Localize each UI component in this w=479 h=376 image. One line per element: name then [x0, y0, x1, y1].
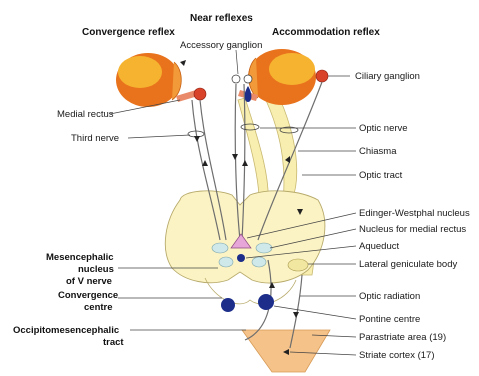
label-convergence-2: centre [84, 302, 113, 313]
label-optic-tract: Optic tract [359, 170, 403, 181]
left-eyeball [116, 53, 181, 107]
right-medial-rectus-nucleus-b [252, 257, 266, 267]
right-eyeball [248, 49, 316, 105]
label-lateral-geniculate: Lateral geniculate body [359, 259, 457, 270]
lateral-geniculate-body [288, 259, 308, 271]
arrow-radiation [293, 312, 299, 318]
right-medial-rectus-nucleus-a [256, 243, 272, 253]
label-optic-nerve: Optic nerve [359, 123, 408, 134]
aqueduct [237, 254, 245, 262]
arrow-left-tract-up [202, 160, 208, 166]
leader-accessory-ganglion [236, 50, 238, 74]
title-accommodation-reflex: Accommodation reflex [272, 27, 380, 38]
label-striate: Striate cortex (17) [359, 350, 435, 361]
pontine-centre-left [221, 298, 235, 312]
label-mesencephalic-3: of V nerve [66, 276, 112, 287]
label-mesencephalic-2: nucleus [78, 264, 114, 275]
pontine-centre-right [258, 294, 274, 310]
label-chiasma: Chiasma [359, 146, 397, 157]
label-pontine-centre: Pontine centre [359, 314, 420, 325]
left-medial-rectus-nucleus-a [212, 243, 228, 253]
left-medial-rectus-nucleus-b [219, 257, 233, 267]
accessory-ganglion-left [232, 75, 240, 83]
label-accessory-ganglion: Accessory ganglion [180, 40, 262, 51]
left-ciliary-ganglion [194, 88, 206, 100]
label-occipito-2: tract [103, 337, 124, 348]
right-ciliary-ganglion [316, 70, 328, 82]
arrow-medial-down [232, 154, 238, 160]
title-near-reflexes: Near reflexes [190, 13, 253, 24]
label-aqueduct: Aqueduct [359, 241, 400, 252]
label-convergence-1: Convergence [58, 290, 118, 301]
accessory-ganglion-right [244, 75, 252, 83]
label-nucleus-medial-rectus: Nucleus for medial rectus [359, 224, 466, 235]
label-occipito-1: Occipitomesencephalic [13, 325, 119, 336]
arrow-left-tract-down [194, 136, 200, 142]
label-ciliary-ganglion: Ciliary ganglion [355, 71, 420, 82]
optic-pathway-band-inner [238, 98, 268, 205]
label-medial-rectus: Medial rectus [57, 109, 114, 120]
label-edinger-westphal: Edinger-Westphal nucleus [359, 208, 470, 219]
label-mesencephalic-1: Mesencephalic [46, 252, 114, 263]
leader-third-nerve [128, 135, 190, 138]
label-optic-radiation: Optic radiation [359, 291, 420, 302]
leader-pontine-centre [274, 306, 356, 319]
arrow-left-eye [180, 60, 186, 66]
title-convergence-reflex: Convergence reflex [82, 27, 175, 38]
label-third-nerve: Third nerve [71, 133, 119, 144]
arrow-medial-up [242, 160, 248, 166]
label-parastriate: Parastriate area (19) [359, 332, 446, 343]
